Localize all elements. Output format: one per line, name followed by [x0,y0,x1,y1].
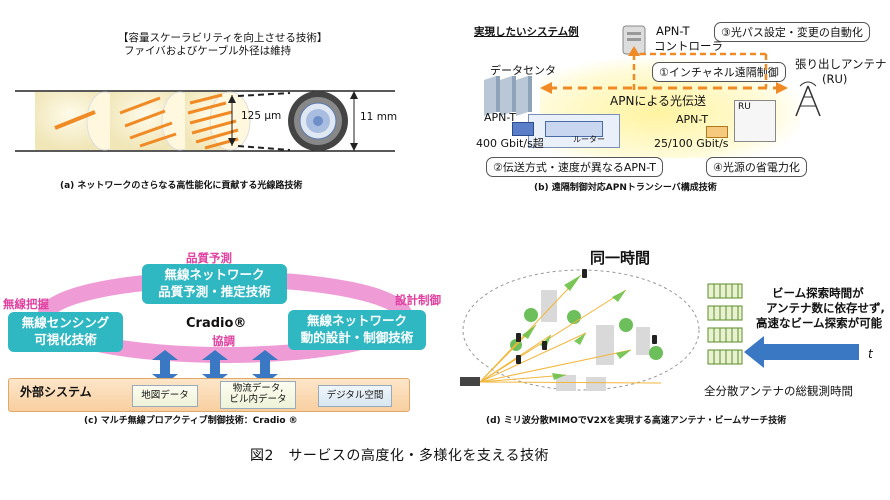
panel-a-header-2: ファイバおよびケーブル外径は維持 [124,45,292,57]
sync-arrows [152,350,278,384]
cable-cross-section [288,91,348,151]
fiber-cylinder-2 [110,91,199,151]
map-data-box: 地図データ [132,385,198,407]
antenna-icon [795,81,821,117]
fiber-cable-illustration [15,90,395,152]
panel-a-header-1: 【容量スケーラビリティを向上させる技術】 [118,32,328,44]
panel-d-caption: (d) ミリ波分散MIMOでV2Xを実現する高速アンテナ・ビームサーチ技術 [486,416,787,426]
time-axis-arrow [744,336,859,368]
apn-t-right-module [706,126,728,138]
box-radio-sensing-line1: 無線センシング [21,315,110,331]
logistics-data-box: 物流データ, ビル内データ [220,381,296,409]
digital-space-box: デジタル空間 [318,385,392,407]
box-quality-prediction: 無線ネットワーク 品質予測・推定技術 [142,264,287,304]
dimension-11mm: 11 mm [360,111,398,123]
ru-box: RU [734,100,776,142]
box-quality-prediction-line2: 品質予測・推定技術 [158,284,271,299]
router-box: ルーター [528,114,620,148]
same-time-label: 同一時間 [590,249,651,267]
map-data-label: 地図データ [141,389,189,401]
beam-text-2: アンテナ数に依存せず, [766,301,885,315]
antenna-label-1: 張り出しアンテナ [795,57,887,71]
observe-time-label: 全分散アンテナの総観測時間 [704,384,854,398]
panel-b-caption: (b) 遠隔制御対応APNトランシーバ構成技術 [534,183,717,193]
axis-t-label: t [868,347,873,361]
tag-design-control: 設計制御 [395,293,441,307]
external-system-label: 外部システム [20,385,92,399]
datacenter-icon [484,76,532,116]
panel-b-title: 実現したいシステム例 [474,26,579,38]
label-4-power-saving: ④光源の省電力化 [706,157,807,177]
box-dynamic-design-line1: 無線ネットワーク [306,313,407,329]
dimension-125um: 125 µm [241,110,282,122]
logistics-data-line2: ビル内データ [229,394,287,405]
tag-quality-prediction: 品質予測 [186,251,232,265]
figure-caption: 図2 サービスの高度化・多様化を支える技術 [250,448,549,464]
box-dynamic-design-line2: 動的設計・制御技術 [300,330,414,345]
ru-label: RU [738,102,751,112]
apn-arrows [540,46,788,94]
cradio-cooperation: 協調 [212,334,235,348]
beam-text-1: ビーム探索時間が [772,286,864,300]
panel-c-caption: (c) マルチ無線プロアクティブ制御技術：Cradio ® [84,416,298,426]
router-label: ルーター [573,135,605,144]
cradio-name: Cradio® [186,316,247,331]
apn-transmission-label: APNによる光伝送 [610,94,707,108]
datacenter-label: データセンタ [490,64,556,77]
apn-t-left-label: APN-T [484,111,517,124]
rate-right: 25/100 Gbit/s [654,137,729,150]
rate-left: 400 Gbit/s超 [476,137,544,150]
observation-bars [707,283,743,365]
mmwave-city-scene [460,269,700,391]
controller-label-1: APN-T [656,24,690,38]
logistics-data-line1: 物流データ, [232,383,284,395]
box-dynamic-design: 無線ネットワーク 動的設計・制御技術 [288,310,426,350]
label-2-apn-t-types: ②伝送方式・速度が異なるAPN-T [486,157,663,177]
box-radio-sensing: 無線センシング 可視化技術 [8,312,123,352]
label-1-remote-control: ①インチャネル遠隔制御 [652,62,786,82]
beam-text-3: 高速なビーム探索が可能 [756,316,883,330]
tag-radio-sensing: 無線把握 [3,297,49,311]
panel-a-caption: (a) ネットワークのさらなる高性能化に貢献する光線路技術 [60,181,303,191]
apn-t-left-module [512,122,534,136]
digital-space-label: デジタル空間 [326,389,384,401]
fiber-cylinder-3 [185,91,251,151]
fiber-cylinder-1 [35,91,124,151]
box-quality-prediction-line1: 無線ネットワーク [164,267,265,283]
label-3-auto-path: ③光パス設定・変更の自動化 [714,22,870,42]
controller-label-2: コントローラ [654,39,723,53]
apn-t-right-label: APN-T [676,113,709,126]
box-radio-sensing-line2: 可視化技術 [34,332,97,347]
antenna-label-2: (RU) [822,72,848,86]
